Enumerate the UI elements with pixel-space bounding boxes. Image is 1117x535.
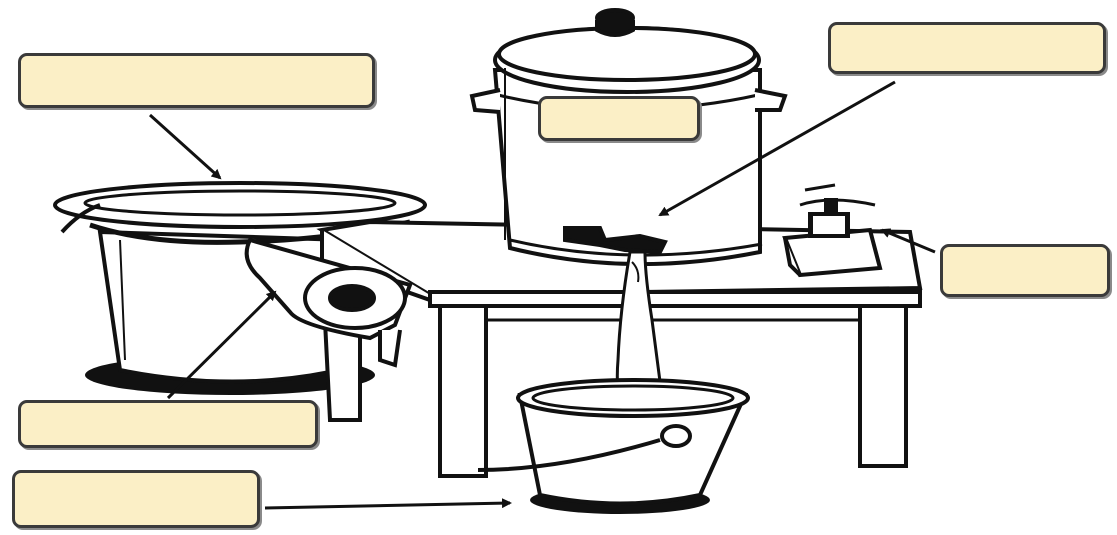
wringer (244, 237, 413, 368)
label-box-top-right (828, 22, 1106, 74)
arrow-to-wringer (166, 290, 277, 400)
label-box-bottom-left-2 (12, 470, 260, 528)
arrow-to-bucket (264, 498, 512, 510)
pump-box (782, 183, 883, 278)
label-box-on-pot (538, 96, 700, 141)
arrow-to-pump (880, 228, 936, 254)
label-box-top-left (18, 53, 375, 108)
arrow-to-tub-rim (148, 113, 222, 180)
label-box-bottom-left-1 (18, 400, 318, 448)
pointer-arrows (148, 80, 936, 510)
bucket (477, 378, 750, 506)
label-box-right (940, 244, 1110, 297)
arrow-to-spigot (658, 80, 896, 217)
